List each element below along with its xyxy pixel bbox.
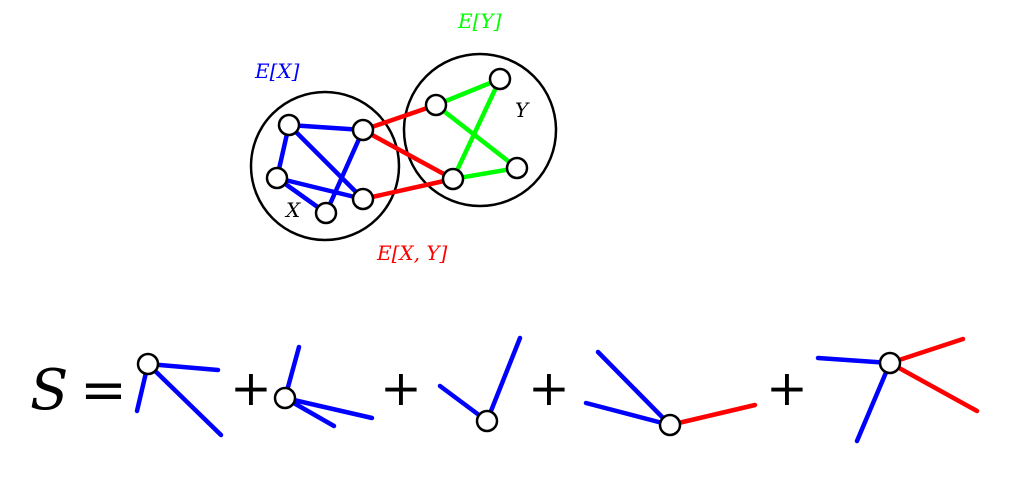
vertex	[505, 156, 529, 180]
edge	[274, 175, 366, 202]
vertex	[273, 386, 297, 410]
edge	[854, 360, 893, 444]
vertex	[265, 166, 289, 190]
edge	[433, 76, 503, 108]
vertex	[878, 351, 902, 375]
vertex	[351, 187, 375, 211]
edges-exy	[360, 102, 456, 202]
edge	[323, 127, 366, 216]
vertex	[424, 93, 448, 117]
label-ex: E[X]	[254, 59, 300, 83]
edge	[433, 102, 520, 171]
edge	[282, 395, 375, 421]
term-5	[815, 336, 980, 444]
vertex	[277, 113, 301, 137]
top-graph: E[X] E[Y] E[X, Y] X Y	[249, 9, 558, 265]
edge	[286, 122, 366, 133]
label-y: Y	[515, 98, 530, 122]
edge	[887, 336, 966, 366]
edge	[484, 335, 523, 424]
edge	[360, 127, 456, 182]
vertex	[488, 67, 512, 91]
term-1	[134, 352, 224, 438]
vertex	[314, 201, 338, 225]
vertices	[265, 67, 529, 225]
term-4	[583, 349, 758, 437]
edge	[286, 122, 366, 202]
edge	[815, 355, 893, 366]
term-2	[273, 344, 375, 429]
edge	[887, 360, 980, 414]
set-x-circle	[249, 90, 401, 242]
term-3	[437, 335, 523, 433]
plus-sign-3: +	[528, 359, 570, 417]
equals-sign: =	[80, 358, 127, 423]
edges-ey	[433, 76, 520, 182]
edge	[145, 361, 224, 438]
plus-sign-2: +	[380, 359, 422, 417]
edge	[360, 176, 456, 202]
vertex	[475, 409, 499, 433]
label-exy: E[X, Y]	[376, 241, 448, 265]
label-x: X	[284, 198, 301, 222]
plus-sign-1: +	[230, 359, 272, 417]
edge	[667, 402, 758, 428]
edge	[583, 400, 673, 428]
edge	[595, 349, 673, 428]
edge	[145, 361, 221, 373]
vertex	[658, 413, 682, 437]
edge	[450, 76, 503, 182]
set-y-circle	[402, 52, 558, 208]
equation: S = + +	[30, 335, 980, 444]
label-ey: E[Y]	[457, 9, 502, 33]
plus-sign-4: +	[766, 359, 808, 417]
vertex	[136, 352, 160, 376]
symbol-s: S	[30, 358, 68, 423]
edge	[360, 102, 439, 133]
vertex	[351, 118, 375, 142]
vertex	[441, 167, 465, 191]
